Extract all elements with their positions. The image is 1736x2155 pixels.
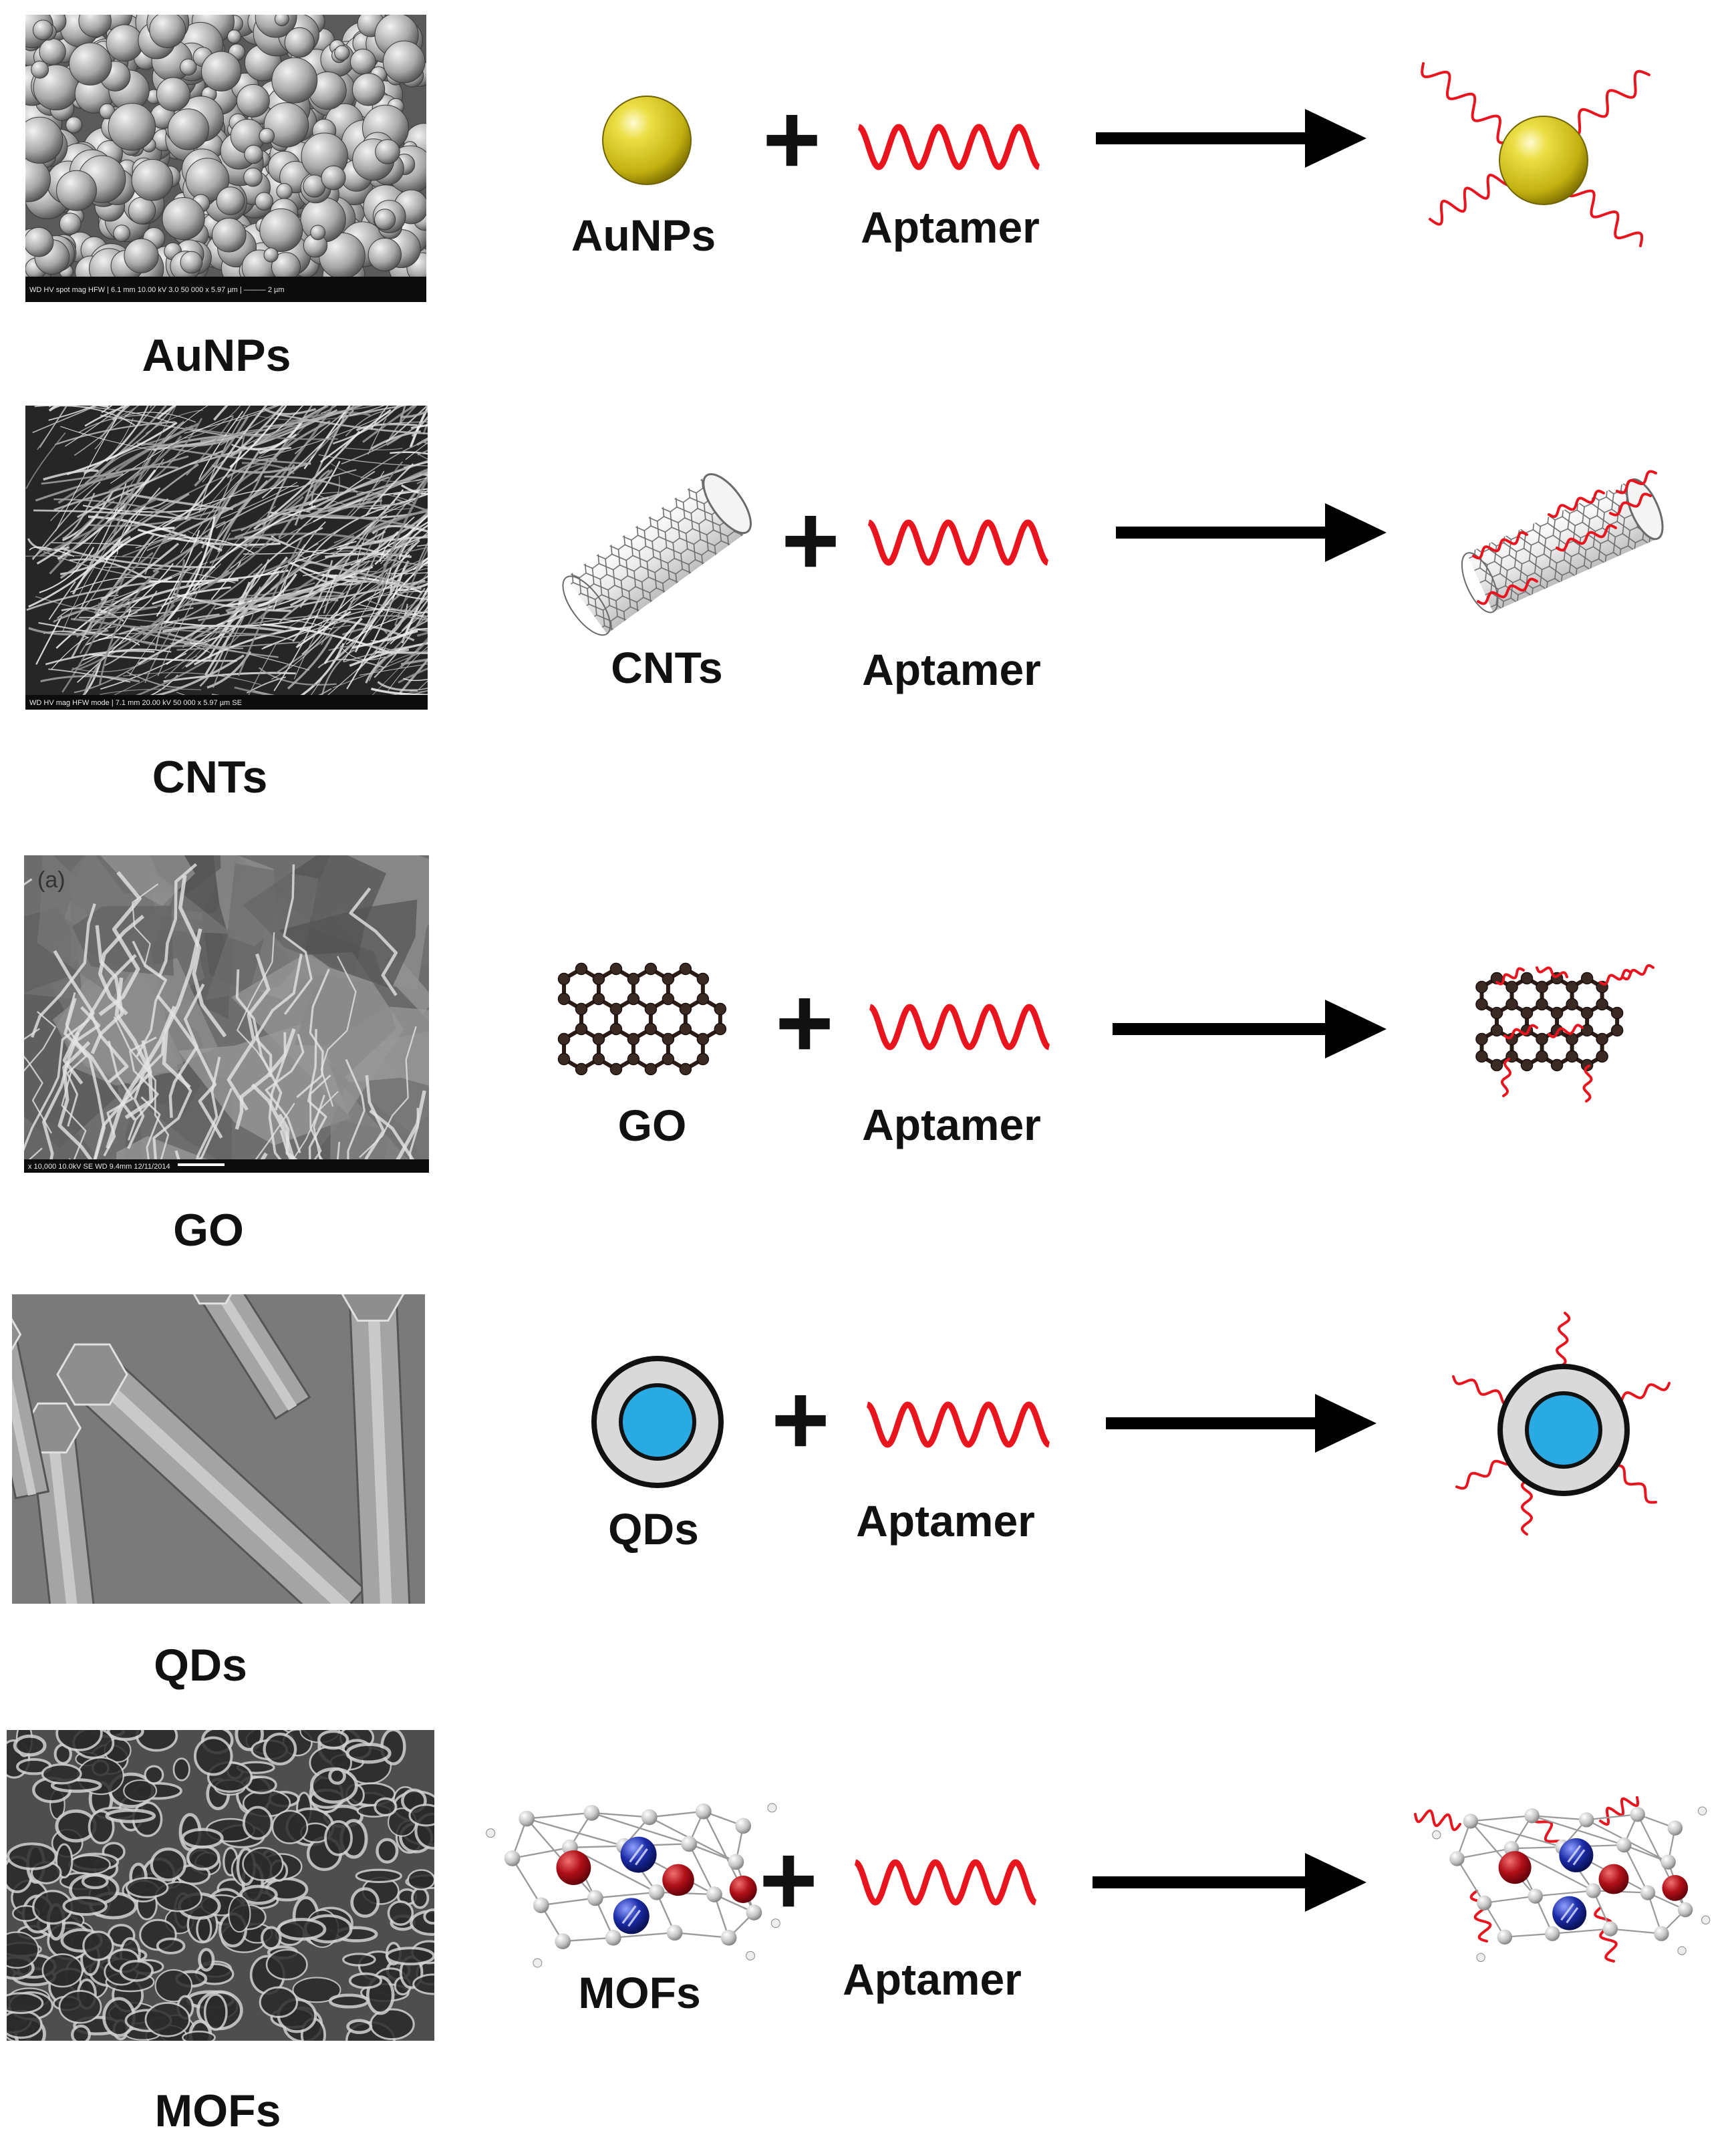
sem-image-mofs <box>7 1730 434 2041</box>
mof-aptamer-conjugate <box>1414 1796 1711 1963</box>
right-arrow-icon <box>1113 1000 1387 1058</box>
mof-cage-icon <box>486 1803 780 1968</box>
sem-image-go: x 10,000 10.0kV SE WD 9.4mm 12/11/2014 (a… <box>24 855 429 1173</box>
graphene-lattice-icon <box>1475 972 1624 1072</box>
sem-label-aunps: AuNPs <box>142 330 291 381</box>
material-label-cnts: CNTs <box>611 643 722 692</box>
row-mofs: MOFs + Aptamer <box>486 1796 1711 2017</box>
material-label-aunps: AuNPs <box>571 210 716 260</box>
qd-aptamer-conjugate <box>1452 1312 1671 1536</box>
right-arrow-icon <box>1093 1853 1366 1912</box>
graphene-lattice-icon <box>557 962 727 1076</box>
wavy-strand-icon <box>856 124 1042 170</box>
gold-sphere-icon <box>602 96 692 185</box>
sem-image-qds <box>12 1294 425 1604</box>
plus-sign: + <box>759 1824 818 1936</box>
wavy-strand-icon <box>865 1401 1052 1448</box>
plus-sign: + <box>762 83 821 195</box>
sem-label-cnts: CNTs <box>152 752 268 803</box>
go-aptamer-conjugate <box>1475 964 1654 1103</box>
material-label-qds: QDs <box>608 1504 699 1554</box>
plus-sign: + <box>775 966 834 1079</box>
aunp-aptamer-conjugate <box>1421 62 1650 247</box>
plus-sign: + <box>771 1363 830 1475</box>
aptamer-label: Aptamer <box>862 1100 1041 1149</box>
aptamer-label: Aptamer <box>862 645 1041 694</box>
material-label-mofs: MOFs <box>578 1968 700 2017</box>
sem-info-bar: x 10,000 10.0kV SE WD 9.4mm 12/11/2014 <box>28 1163 170 1171</box>
sem-label-go: GO <box>173 1205 244 1256</box>
wavy-strand-icon <box>867 1004 1052 1050</box>
wavy-strand-icon <box>866 519 1050 566</box>
row-go: GO + Aptamer <box>557 962 1654 1150</box>
aptamer-label: Aptamer <box>856 1496 1035 1546</box>
aptamer-label: Aptamer <box>843 1955 1022 2004</box>
sem-label-mofs: MOFs <box>155 2086 281 2136</box>
row-cnts: CNTs + Aptamer <box>562 470 1664 694</box>
core-shell-dot-icon <box>1497 1364 1630 1496</box>
sem-image-aunps: WD HV spot mag HFW | 6.1 mm 10.00 kV 3.0… <box>25 15 426 302</box>
row-qds: QDs + Aptamer <box>591 1312 1671 1554</box>
material-label-go: GO <box>618 1101 687 1150</box>
nanotube-icon <box>562 473 752 636</box>
gold-sphere-icon <box>1499 116 1588 205</box>
wavy-strand-icon <box>853 1859 1038 1906</box>
sem-info-bar: WD HV spot mag HFW | 6.1 mm 10.00 kV 3.0… <box>29 286 285 294</box>
row-aunps: AuNPs + Aptamer <box>571 62 1650 260</box>
sem-label-qds: QDs <box>154 1640 247 1691</box>
plus-sign: + <box>781 484 840 596</box>
cnt-aptamer-conjugate <box>1461 470 1664 613</box>
sem-image-cnts: WD HV mag HFW mode | 7.1 mm 20.00 kV 50 … <box>25 406 428 710</box>
core-shell-dot-icon <box>591 1356 724 1488</box>
right-arrow-icon <box>1096 109 1366 168</box>
right-arrow-icon <box>1116 503 1387 562</box>
aptamer-label: Aptamer <box>861 202 1040 252</box>
right-arrow-icon <box>1106 1394 1377 1453</box>
sem-info-bar: WD HV mag HFW mode | 7.1 mm 20.00 kV 50 … <box>29 699 242 707</box>
sem-panel-mark: (a) <box>37 867 65 893</box>
mof-cage-icon <box>1432 1806 1711 1963</box>
